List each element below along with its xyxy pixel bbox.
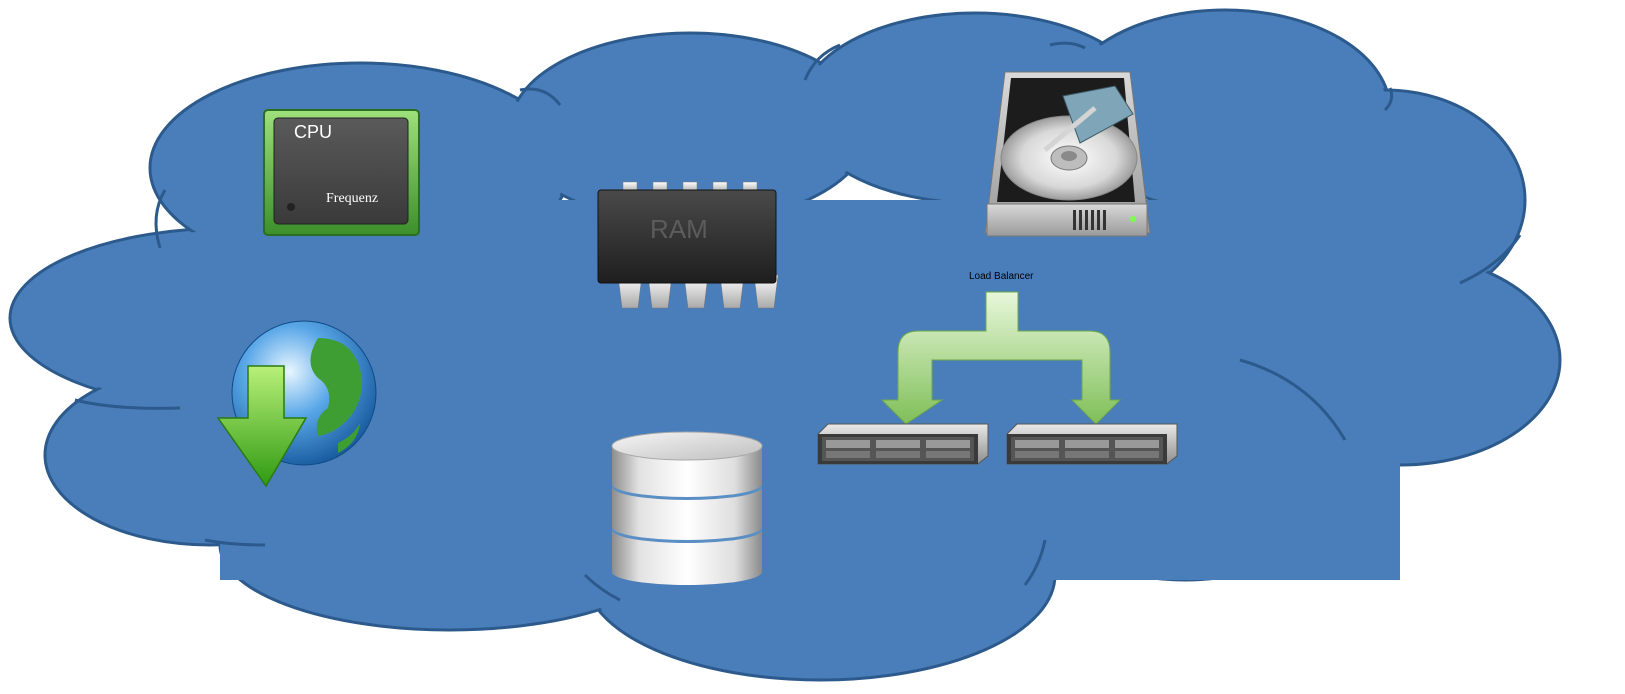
cpu-chip-icon: CPU Frequenz — [263, 109, 420, 236]
database-icon — [611, 431, 763, 585]
split-arrow-icon — [880, 291, 1122, 425]
ram-chip-icon: RAM — [597, 181, 779, 309]
rack-server-icon — [1006, 423, 1178, 465]
cpu-subtitle: Frequenz — [326, 191, 378, 206]
cpu-title: CPU — [294, 122, 332, 142]
cloud-shape — [8, 8, 1562, 682]
hard-disk-icon — [984, 71, 1151, 237]
load-balancer-label: Load Balancer — [969, 271, 1034, 282]
rack-server-icon — [817, 423, 989, 465]
ram-label: RAM — [650, 214, 708, 244]
globe-download-icon — [216, 320, 377, 488]
